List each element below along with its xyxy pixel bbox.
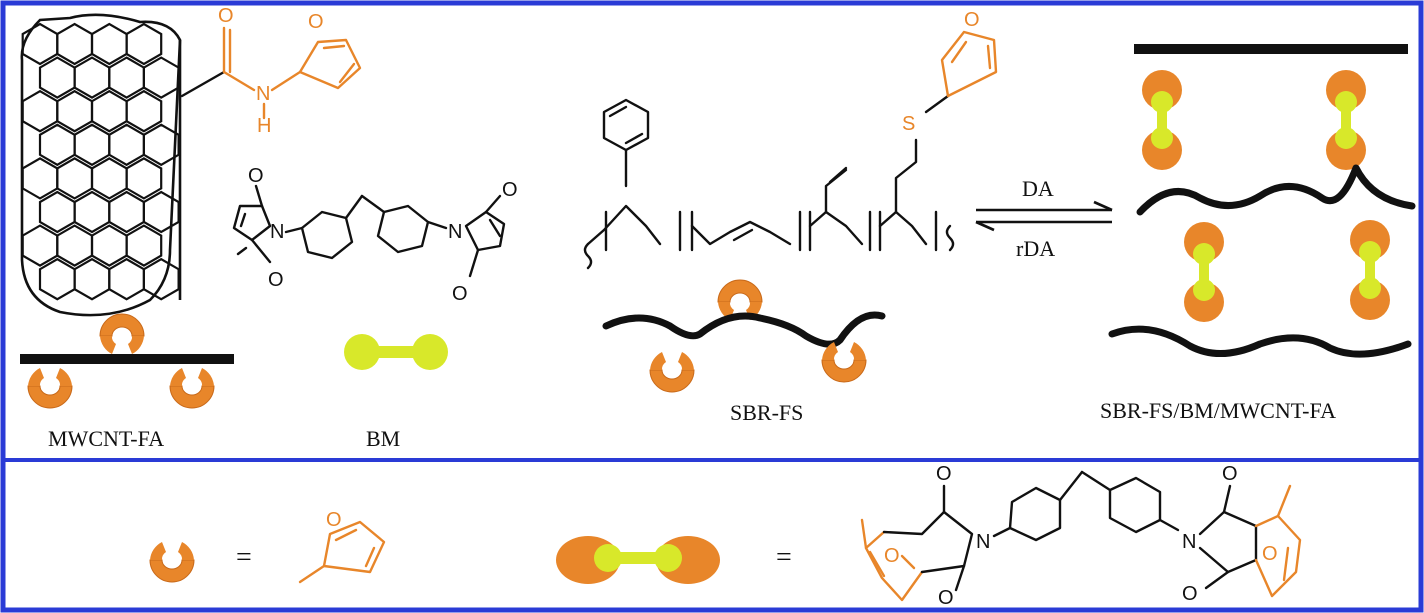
atom-o-furan: O <box>308 11 324 33</box>
lattice-hexagon <box>142 56 180 99</box>
atom-o: O <box>268 269 284 291</box>
atom-o-furan: O <box>964 9 980 31</box>
atom-n: N <box>448 221 462 243</box>
atom-o: O <box>936 463 952 485</box>
furan-amide-group: O N H O <box>180 5 362 137</box>
atom-n: N <box>1182 531 1196 553</box>
atom-o: O <box>248 165 264 187</box>
sbr-fs-structure: S O <box>583 9 998 270</box>
equilibrium-arrows <box>975 200 1113 232</box>
furan-icon <box>149 541 195 583</box>
atom-n-amide: N <box>256 83 270 105</box>
legend-furan: = O <box>149 509 386 584</box>
label-composite: SBR-FS/BM/MWCNT-FA <box>1100 398 1336 423</box>
atom-o: O <box>938 587 954 609</box>
mwcnt-fa-schematic <box>20 313 234 409</box>
lattice-hexagon <box>125 22 163 66</box>
label-da: DA <box>1022 176 1054 201</box>
label-rda: rDA <box>1016 236 1055 261</box>
atom-o: O <box>1222 463 1238 485</box>
atom-o-bridge: O <box>1262 543 1278 565</box>
atom-o-furan: O <box>326 509 342 531</box>
bismaleimide-icon <box>344 334 448 370</box>
atom-o: O <box>452 283 468 305</box>
bm-molecule: O O N N O O <box>232 165 518 305</box>
lattice-hexagon <box>125 157 163 200</box>
adduct-icon <box>1184 222 1224 322</box>
lattice-hexagon <box>142 257 180 301</box>
lattice-hexagon <box>125 89 163 133</box>
sbr-fs-schematic <box>602 279 886 393</box>
legend-equals-furan: = <box>236 542 252 573</box>
label-bm: BM <box>366 426 400 451</box>
furan-icon <box>821 341 867 383</box>
atom-o: O <box>502 179 518 201</box>
nanotube-icon <box>20 13 182 317</box>
label-sbr-fs: SBR-FS <box>730 400 803 425</box>
atom-o-carbonyl: O <box>218 5 234 27</box>
adduct-structure: O O O N N O O O <box>860 463 1302 609</box>
legend-adduct: = <box>556 536 792 584</box>
furan-icon <box>169 367 215 409</box>
label-mwcnt-fa: MWCNT-FA <box>48 426 164 451</box>
atom-o-bridge: O <box>884 545 900 567</box>
legend-equals-adduct: = <box>776 542 792 573</box>
atom-o: O <box>1182 583 1198 605</box>
adduct-icon <box>1142 70 1182 170</box>
atom-n: N <box>976 531 990 553</box>
adduct-icon <box>1326 70 1366 170</box>
atom-n: N <box>270 221 284 243</box>
furan-icon <box>99 313 145 355</box>
lattice-hexagon <box>142 190 180 234</box>
adduct-icon <box>1350 220 1390 320</box>
atom-s: S <box>902 113 915 135</box>
lattice-hexagon <box>142 123 180 167</box>
atom-h-amide: H <box>257 115 271 137</box>
composite-network <box>1108 44 1416 358</box>
furan-icon <box>27 367 73 409</box>
lattice-hexagon <box>125 224 163 267</box>
furan-icon <box>649 351 695 393</box>
